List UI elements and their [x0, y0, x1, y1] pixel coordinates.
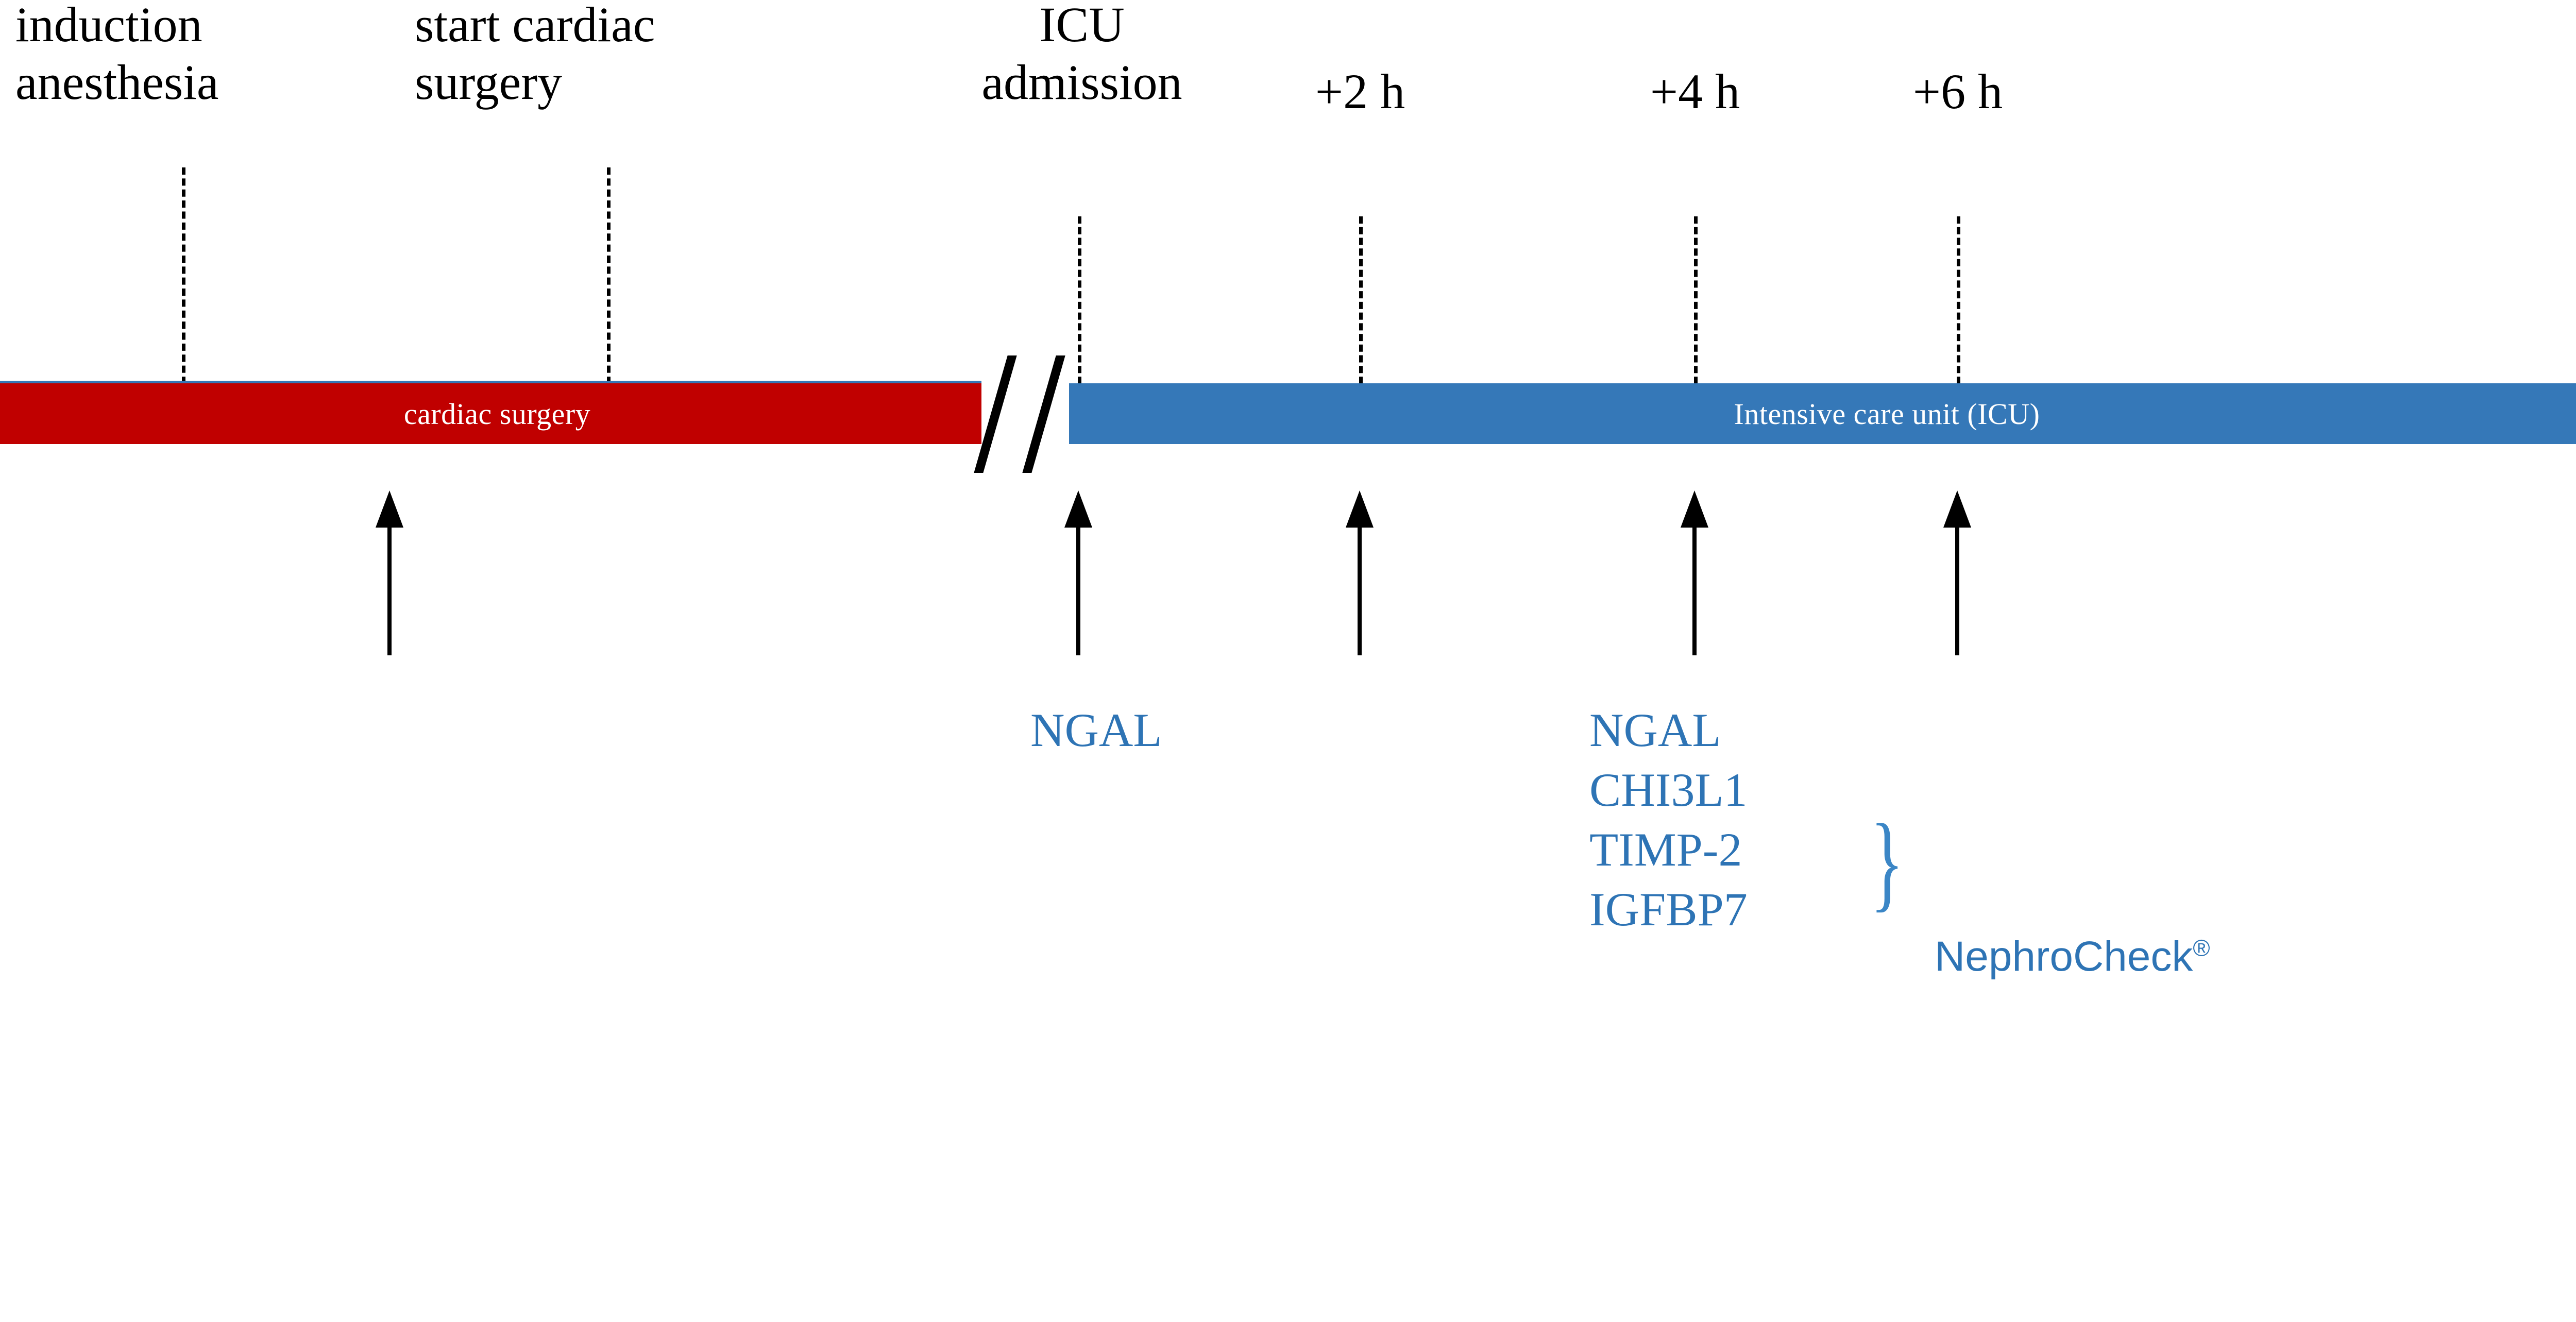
sample-arrow-plus-2h	[1345, 490, 1374, 655]
dashed-line-plus-2h	[1359, 216, 1363, 384]
event-label-plus-4h: +4 h	[1650, 64, 1740, 119]
biomarker-label-plus4h-ngal: NGAL	[1589, 704, 1721, 756]
dashed-line-icu-admission	[1078, 216, 1081, 384]
event-label-icu-admission: ICU admission	[981, 0, 1182, 110]
event-label-plus-2h: +2 h	[1315, 64, 1405, 119]
dashed-line-plus-6h	[1957, 216, 1960, 384]
timeline-bar: cardiac surgery Intensive care unit (ICU…	[0, 381, 2576, 444]
sample-arrow-plus-6h	[1943, 490, 1972, 655]
nephrocheck-label: NephroCheck®	[1935, 933, 2210, 981]
event-label-induction-anesthesia: induction anesthesia	[15, 0, 219, 110]
phase-cardiac-surgery: cardiac surgery	[0, 383, 994, 444]
biomarker-label-plus4h-chi3l1: CHI3L1	[1589, 764, 1748, 816]
dashed-line-induction-anesthesia	[182, 167, 185, 384]
nephrocheck-grouping-brace-icon: }	[1870, 802, 1904, 922]
biomarker-label-icu-admission-ngal: NGAL	[1030, 704, 1162, 756]
phase-icu-main: Intensive care unit (ICU)	[1048, 383, 2576, 444]
dashed-line-start-cardiac-surgery	[607, 167, 611, 384]
phase-cardiac-surgery-label: cardiac surgery	[403, 397, 591, 431]
biomarker-label-plus4h-timp2: TIMP-2	[1589, 823, 1742, 876]
event-label-start-cardiac-surgery: start cardiac surgery	[415, 0, 655, 110]
axis-break-mark-1	[974, 355, 1069, 473]
sample-arrow-induction-anesthesia	[375, 490, 404, 655]
sample-arrow-icu-admission	[1064, 490, 1093, 655]
nephrocheck-label-text: NephroCheck	[1935, 933, 2193, 980]
sample-arrow-plus-4h	[1680, 490, 1709, 655]
biomarker-label-plus4h-igfbp7: IGFBP7	[1589, 883, 1748, 936]
dashed-line-plus-4h	[1694, 216, 1698, 384]
event-label-plus-6h: +6 h	[1912, 64, 2003, 119]
phase-icu-main-label: Intensive care unit (ICU)	[1734, 397, 2040, 431]
registered-trademark-icon: ®	[2193, 935, 2210, 961]
timeline-blue-top-edge	[0, 381, 994, 383]
